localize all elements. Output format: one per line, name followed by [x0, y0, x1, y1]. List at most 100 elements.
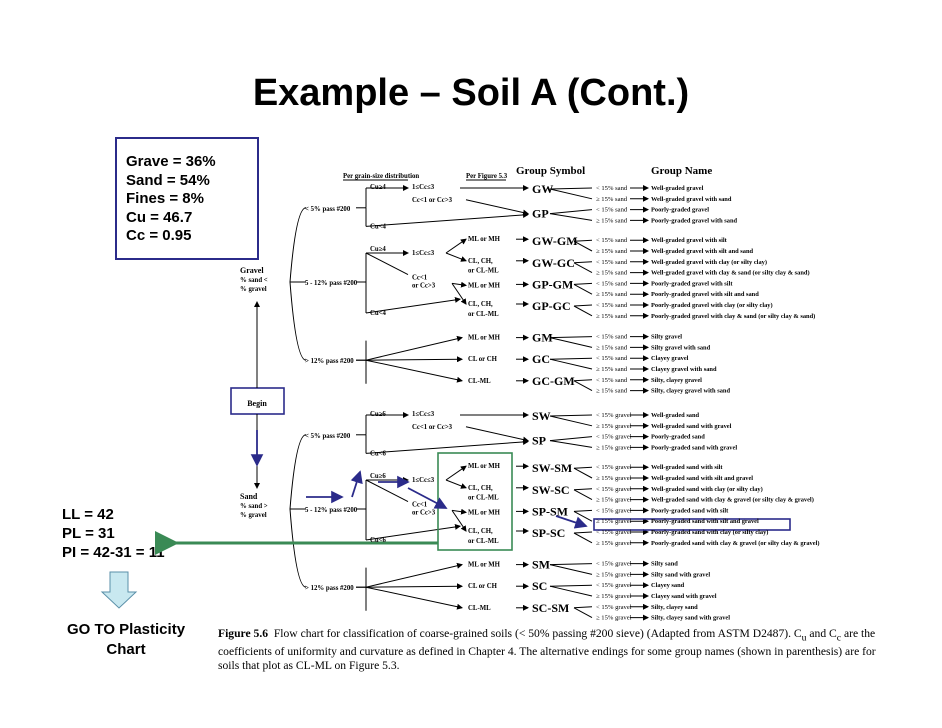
sand-cu-1: Cu<6	[370, 450, 387, 457]
sand-fines-5: or CL-ML	[468, 538, 499, 545]
gravel-cc-2: 1≤Cc≤3	[412, 250, 435, 257]
gravel-row-cond-1: ≥ 15% sand	[596, 196, 628, 203]
gravel-label-2: % gravel	[240, 286, 267, 293]
gravel-cu-2: Cu≥4	[370, 246, 386, 253]
gravel-cu-1: Cu<4	[370, 223, 387, 230]
sand-cu-3: Cu<6	[370, 537, 387, 544]
sand-row-name-13: Silty sand with gravel	[651, 571, 710, 578]
gravel-row-cond-4: < 15% sand	[596, 237, 628, 244]
sand-symbol-8: SC-SM	[532, 601, 569, 615]
sand-label-1: % sand >	[240, 503, 268, 510]
gravel-branch-label-2: > 12% pass #200	[305, 358, 354, 365]
caption-text: Flow chart for classification of coarse-…	[273, 627, 802, 640]
sand-row-fork-15	[549, 585, 593, 597]
sand-row-cond-5: ≥ 15% gravel	[596, 475, 632, 482]
sand-row-fork-0	[549, 414, 593, 417]
sand-row-fork-3	[549, 440, 593, 448]
sand-row-name-10: Poorly-graded sand with clay (or silty c…	[651, 529, 768, 536]
gravel-fines-6: ML or MH	[468, 335, 501, 342]
gravel-row-fork-11	[573, 305, 593, 317]
sand-cu-2: Cu≥6	[370, 473, 386, 480]
gravel-row-fork-7	[573, 262, 593, 274]
sand-row-fork-2	[549, 436, 593, 442]
gravel-percent: Grave = 36%	[126, 153, 216, 170]
sand-f3-in	[451, 508, 467, 515]
cu-value: Cu = 46.7	[126, 208, 193, 226]
sand-symbol-5: SP-SC	[532, 526, 565, 540]
gravel-symbol-6: GM	[532, 331, 553, 345]
sand-row-cond-13: ≥ 15% gravel	[596, 571, 632, 578]
sand-row-name-11: Poorly-graded sand with clay & gravel (o…	[651, 540, 820, 547]
gravel-row-fork-3	[549, 213, 593, 221]
gravel-row-name-11: Poorly-graded gravel with clay & sand (o…	[651, 313, 815, 320]
sand-f7-in	[365, 583, 463, 590]
gravel-fines-4: CL, CH,	[468, 301, 493, 308]
sand-row-fork-7	[573, 489, 593, 501]
sand-row-fork-12	[549, 563, 593, 566]
gravel-row-cond-9: ≥ 15% sand	[596, 291, 628, 298]
figure-caption: Figure 5.6 Flow chart for classification…	[218, 627, 883, 673]
goto-plasticity-chart: GO TO Plasticity Chart	[58, 620, 194, 660]
sand-label-2: % gravel	[240, 512, 267, 519]
gravel-row-fork-17	[573, 380, 593, 392]
sand-branch-label-1: 5 - 12% pass #200	[305, 507, 358, 514]
gravel-f8-in	[365, 359, 463, 383]
gravel-f1-in	[445, 252, 467, 262]
sand-f4-in	[451, 510, 467, 532]
sand-cu3-line	[365, 523, 461, 541]
gravel-row-name-0: Well-graded gravel	[651, 185, 704, 192]
gravel-row-fork-9	[573, 283, 593, 295]
sand-fines-8: CL-ML	[468, 605, 491, 612]
gravel-branch-label-1: 5 - 12% pass #200	[305, 280, 358, 287]
gravel-fines-2: or CL-ML	[468, 268, 499, 275]
sand-row-name-6: Well-graded sand with clay (or silty cla…	[651, 486, 763, 493]
plastic-limit: PL = 31	[62, 525, 115, 542]
gravel-cc-return	[365, 252, 409, 276]
soil-properties-box: Grave = 36% Sand = 54% Fines = 8% Cu = 4…	[115, 137, 259, 260]
gravel-symbol-2: GW-GM	[532, 234, 578, 248]
sand-row-fork-13	[549, 564, 593, 575]
sand-symbol-3: SW-SC	[532, 483, 570, 497]
gravel-row-cond-16: < 15% sand	[596, 377, 628, 384]
sand-row-cond-12: < 15% gravel	[596, 561, 632, 568]
gravel-row-name-12: Silty gravel	[651, 334, 682, 341]
highlight-result-box	[593, 518, 791, 531]
atterberg-limits: LL = 42 PL = 31 PI = 42-31 = 11	[62, 505, 165, 562]
sand-f0-in	[445, 465, 467, 481]
sand-row-cond-1: ≥ 15% gravel	[596, 423, 632, 430]
sand-fines-7: CL or CH	[468, 583, 498, 590]
begin-label: Begin	[247, 399, 267, 408]
sand-row-name-4: Well-graded sand with silt	[651, 464, 723, 471]
sand-row-cond-8: < 15% gravel	[596, 507, 632, 514]
gravel-row-fork-12	[549, 336, 593, 339]
gravel-branch-curve-0	[289, 207, 307, 283]
gravel-row-name-5: Well-graded gravel with silt and sand	[651, 248, 754, 255]
sand-row-cond-3: ≥ 15% gravel	[596, 444, 632, 451]
sand-row-cond-16: < 15% gravel	[596, 604, 632, 611]
sand-branch-label-2: > 12% pass #200	[305, 585, 354, 592]
gravel-f3-in	[451, 281, 467, 288]
sand-row-cond-9: ≥ 15% gravel	[596, 518, 632, 525]
gravel-symbol-1: GP	[532, 207, 549, 221]
sand-fines-0: ML or MH	[468, 463, 501, 470]
sand-symbol-6: SM	[532, 558, 550, 572]
gravel-cc1-line	[465, 199, 529, 216]
gravel-f6-in	[365, 335, 463, 361]
goto-line-1: GO TO Plasticity	[66, 621, 186, 638]
sand-fines-4: CL, CH,	[468, 528, 493, 535]
gravel-symbol-7: GC	[532, 352, 550, 366]
gravel-fines-3: ML or MH	[468, 282, 501, 289]
sand-symbol-7: SC	[532, 579, 547, 593]
sand-row-cond-17: ≥ 15% gravel	[596, 615, 632, 622]
gravel-row-name-3: Poorly-graded gravel with sand	[651, 217, 738, 224]
slide-title: Example – Soil A (Cont.)	[252, 72, 690, 114]
sand-label-0: Sand	[240, 492, 258, 501]
sand-row-cond-6: < 15% gravel	[596, 486, 632, 493]
gravel-row-cond-15: ≥ 15% sand	[596, 366, 628, 373]
sand-row-cond-7: ≥ 15% gravel	[596, 497, 632, 504]
gravel-branch-curve-2	[289, 281, 307, 361]
sand-row-cond-2: < 15% gravel	[596, 434, 632, 441]
gravel-row-name-15: Clayey gravel with sand	[651, 366, 717, 373]
gravel-cu3-line	[365, 296, 461, 314]
